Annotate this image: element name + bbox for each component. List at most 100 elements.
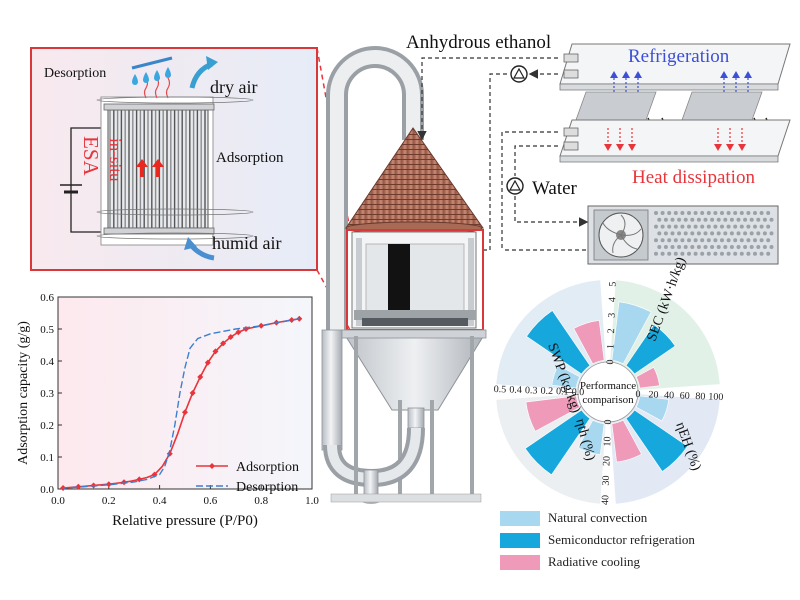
- circuit-wire: [70, 127, 103, 233]
- polar-tick-label: 0: [635, 389, 640, 400]
- adsorption-marker: [258, 322, 265, 329]
- x-tick-label: 0.4: [153, 495, 167, 507]
- dry-air-label: dry air: [210, 77, 257, 97]
- adsorption-marker: [204, 359, 211, 366]
- polar-tick-label: 80: [695, 391, 705, 402]
- water-drops-icon: [131, 56, 173, 85]
- polar-tick-label: 100: [708, 392, 723, 404]
- water-label: Water: [532, 178, 578, 199]
- x-tick-label: 0.0: [51, 495, 65, 507]
- heat-arrow-icon: [152, 159, 164, 177]
- polar-tick-label: 1: [606, 344, 617, 349]
- polar-tick-label: 0.5: [494, 384, 507, 395]
- polar-tick-label: 30: [601, 475, 612, 485]
- esa-inset: Desorption dry air Adsorption in-situ ES…: [30, 47, 318, 271]
- polar-bar-semiconductor-refrigeration: [526, 310, 591, 375]
- polar-tick-label: 20: [601, 456, 612, 466]
- adsorption-marker: [182, 409, 188, 416]
- ethanol-line: [417, 57, 558, 141]
- adsorption-marker: [212, 348, 219, 355]
- heat-dissipation-plate: [559, 119, 791, 157]
- polar-bar-natural-convection: [577, 419, 605, 456]
- adsorption-marker: [105, 481, 112, 488]
- polar-bar-natural-convection: [611, 301, 652, 365]
- polar-tick-label: 40: [600, 495, 611, 505]
- polar-tick-label: 0: [605, 359, 616, 364]
- y-tick-label: 0.1: [40, 452, 54, 464]
- tower-apparatus: [321, 46, 487, 504]
- adsorbent-block: [388, 244, 410, 314]
- polar-tick-label: 60: [680, 391, 690, 402]
- polar-tick-label: 0.0: [572, 387, 585, 398]
- adsorbent-module: [96, 96, 254, 246]
- adsorption-marker: [220, 340, 227, 347]
- anhydrous-ethanol-label: Anhydrous ethanol: [406, 32, 551, 53]
- polar-tick-label: 0.4: [509, 385, 522, 396]
- polar-tick-label: 0.1: [556, 386, 569, 397]
- adsorption-marker: [288, 317, 295, 324]
- legend-item: Natural convection: [496, 508, 726, 530]
- x-tick-label: 0.8: [254, 495, 268, 507]
- polar-tick-label: 0.2: [540, 386, 553, 397]
- polar-tick-label: 5: [608, 281, 619, 286]
- adsorption-marker: [227, 334, 234, 340]
- desorption-label: Desorption: [44, 66, 106, 81]
- legend-label: Semiconductor refrigeration: [548, 532, 695, 547]
- hot-arrows-icon: [604, 128, 746, 151]
- humid-air-label: humid air: [212, 233, 282, 253]
- y-tick-label: 0.4: [40, 356, 54, 368]
- in-situ-label: in-situ: [106, 138, 125, 182]
- polar-center-label: comparison: [582, 394, 634, 406]
- polar-tick-label: 4: [607, 297, 618, 302]
- legend-swatch: [500, 555, 540, 570]
- pipe-fitting: [563, 53, 579, 63]
- desorption-line: [63, 318, 300, 489]
- polar-center: [577, 361, 639, 423]
- tec-module: [575, 91, 657, 121]
- polar-tick-label: 10: [602, 436, 613, 446]
- cold-arrows-icon: [610, 71, 752, 92]
- adsorption-marker: [197, 374, 204, 380]
- esa-label: ESA: [79, 136, 103, 177]
- tec-module: [681, 91, 763, 121]
- y-tick-label: 0.5: [40, 324, 54, 336]
- polar-bar-natural-convection: [551, 364, 581, 389]
- polar-bar-semiconductor-refrigeration: [625, 324, 676, 375]
- polar-tick-label: 20: [648, 389, 658, 400]
- y-tick-label: 0.6: [40, 292, 54, 304]
- polar-tick-label: 40: [664, 390, 674, 401]
- polar-tick-label: 0.3: [525, 385, 538, 396]
- legend-item: Semiconductor refrigeration: [496, 530, 726, 552]
- legend-label: Radiative cooling: [548, 554, 641, 569]
- polar-bar-radiative-cooling: [611, 419, 642, 463]
- heat-dissipation-label: Heat dissipation: [632, 167, 755, 188]
- y-tick-label: 0.3: [40, 388, 54, 400]
- y-axis-label: Adsorption capacity (g/g): [16, 321, 31, 465]
- y-tick-label: 0.2: [40, 420, 54, 432]
- x-tick-label: 1.0: [305, 495, 319, 507]
- adsorption-marker: [189, 390, 196, 396]
- adsorption-label: Adsorption: [216, 150, 284, 166]
- y-tick-label: 0.0: [40, 484, 54, 496]
- polar-bar-natural-convection: [635, 395, 670, 422]
- adsorption-marker: [75, 483, 82, 490]
- polar-bar-semiconductor-refrigeration: [524, 409, 591, 476]
- polar-bar-radiative-cooling: [635, 366, 660, 389]
- polar-tick-label: 2: [606, 328, 617, 333]
- plot-area: [57, 296, 313, 490]
- cooling-system: Anhydrous ethanol Refrigeration Heat dis…: [406, 32, 791, 265]
- x-tick-label: 0.2: [102, 495, 116, 507]
- polar-bar-radiative-cooling: [573, 320, 605, 365]
- legend-item: Radiative cooling: [496, 552, 726, 574]
- polar-bar-radiative-cooling: [525, 395, 581, 432]
- legend-swatch: [500, 533, 540, 548]
- heat-arrow-icon: [136, 159, 148, 177]
- x-tick-label: 0.6: [204, 495, 218, 507]
- polar-tick-label: 0: [603, 419, 614, 424]
- legend-label: Desorption: [236, 480, 298, 495]
- adsorption-marker: [235, 329, 242, 336]
